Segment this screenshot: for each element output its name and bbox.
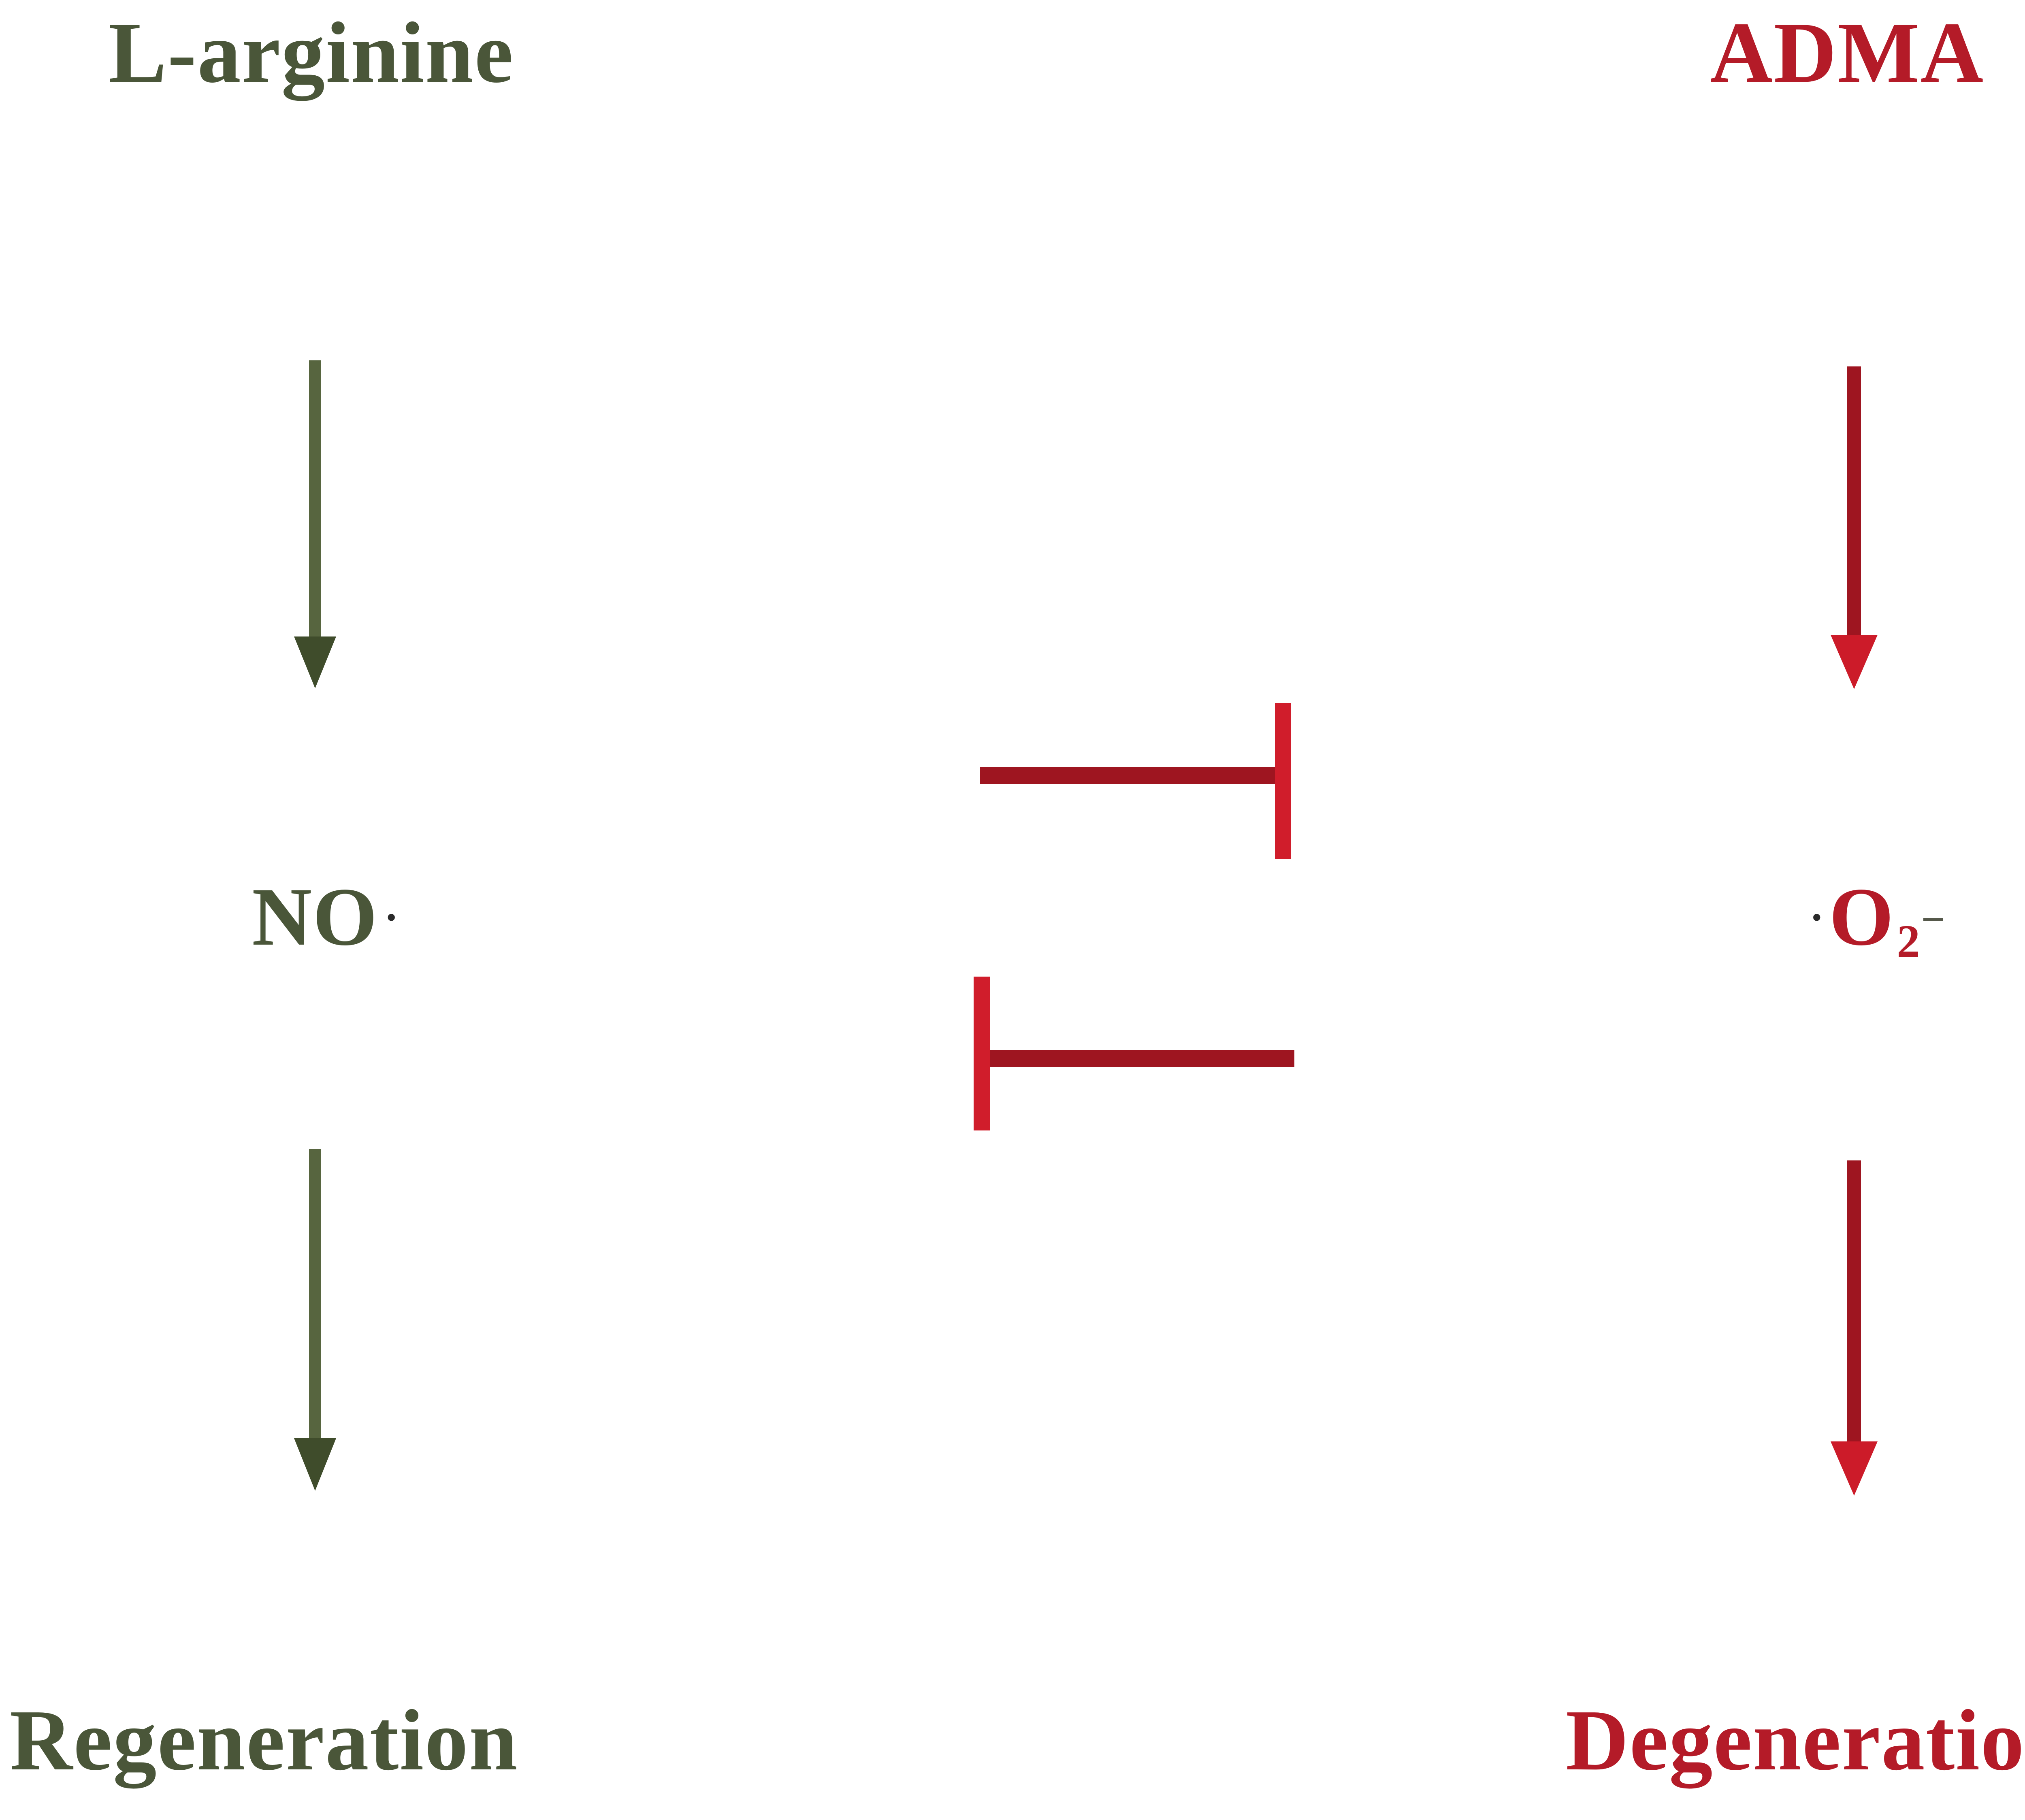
node-label-superoxide-text: O (1829, 871, 1895, 963)
arrow-no-to-regeneration (294, 1149, 336, 1491)
node-label-superoxide: ·O2– (1810, 875, 1944, 965)
node-label-degeneration: Degeneration (1566, 1692, 2025, 1788)
arrow-superoxide-to-degeneration (1831, 1160, 1878, 1496)
node-label-adma: ADMA (1710, 4, 1985, 101)
arrow-arginine-to-no (294, 360, 336, 688)
inhibition-superoxide-blocks-no (980, 703, 1291, 859)
negative-charge-icon: – (1923, 895, 1944, 937)
subscript-two: 2 (1897, 915, 1921, 967)
node-label-nitric-oxide: NO· (252, 875, 399, 958)
radical-dot-icon: · (1810, 894, 1825, 942)
arrow-adma-to-superoxide (1831, 366, 1878, 689)
node-label-nitric-oxide-text: NO (252, 871, 378, 963)
inhibition-no-blocks-superoxide (974, 977, 1294, 1130)
node-label-regeneration: Regeneration (10, 1692, 518, 1788)
node-label-l-arginine: L-arginine (109, 4, 514, 101)
radical-dot-icon: · (384, 894, 400, 942)
